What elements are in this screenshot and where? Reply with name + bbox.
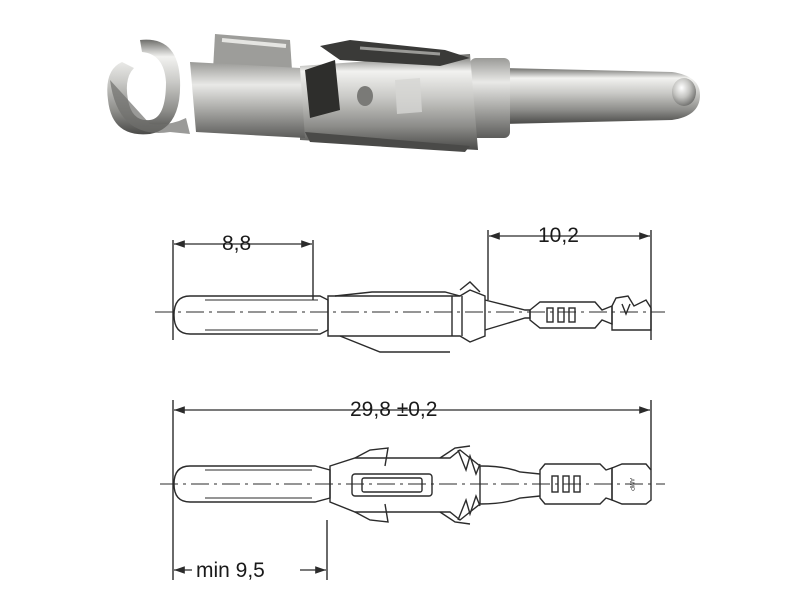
dimension-top-left: 8,8 xyxy=(174,232,312,255)
drawing-top-view xyxy=(160,400,665,580)
pin-shaft xyxy=(500,68,700,124)
dim-8-8-label: 8,8 xyxy=(222,232,251,255)
pin-tip-highlight xyxy=(672,78,696,106)
drawing-side-view xyxy=(155,230,665,353)
side-pin-outline xyxy=(173,295,329,335)
contact-body xyxy=(300,54,478,150)
locking-lance xyxy=(320,40,470,66)
dim-29-8-label: 29,8 ±0,2 xyxy=(350,398,437,421)
dim-10-2-label: 10,2 xyxy=(538,224,579,247)
pin-collar xyxy=(470,58,510,138)
side-crimp-outline xyxy=(529,301,613,329)
amp-stamp: AMP xyxy=(628,478,634,491)
crimp-wing-front xyxy=(190,62,305,138)
dim-min-9-5-label: min 9,5 xyxy=(196,559,265,582)
top-pin-outline xyxy=(173,465,331,503)
dimension-overall: 29,8 ±0,2 xyxy=(174,398,650,421)
contact-photo xyxy=(107,34,700,152)
side-body-outline xyxy=(327,289,486,343)
dimension-bottom-min: min 9,5 xyxy=(174,556,326,582)
dimension-top-right: 10,2 xyxy=(489,224,650,247)
